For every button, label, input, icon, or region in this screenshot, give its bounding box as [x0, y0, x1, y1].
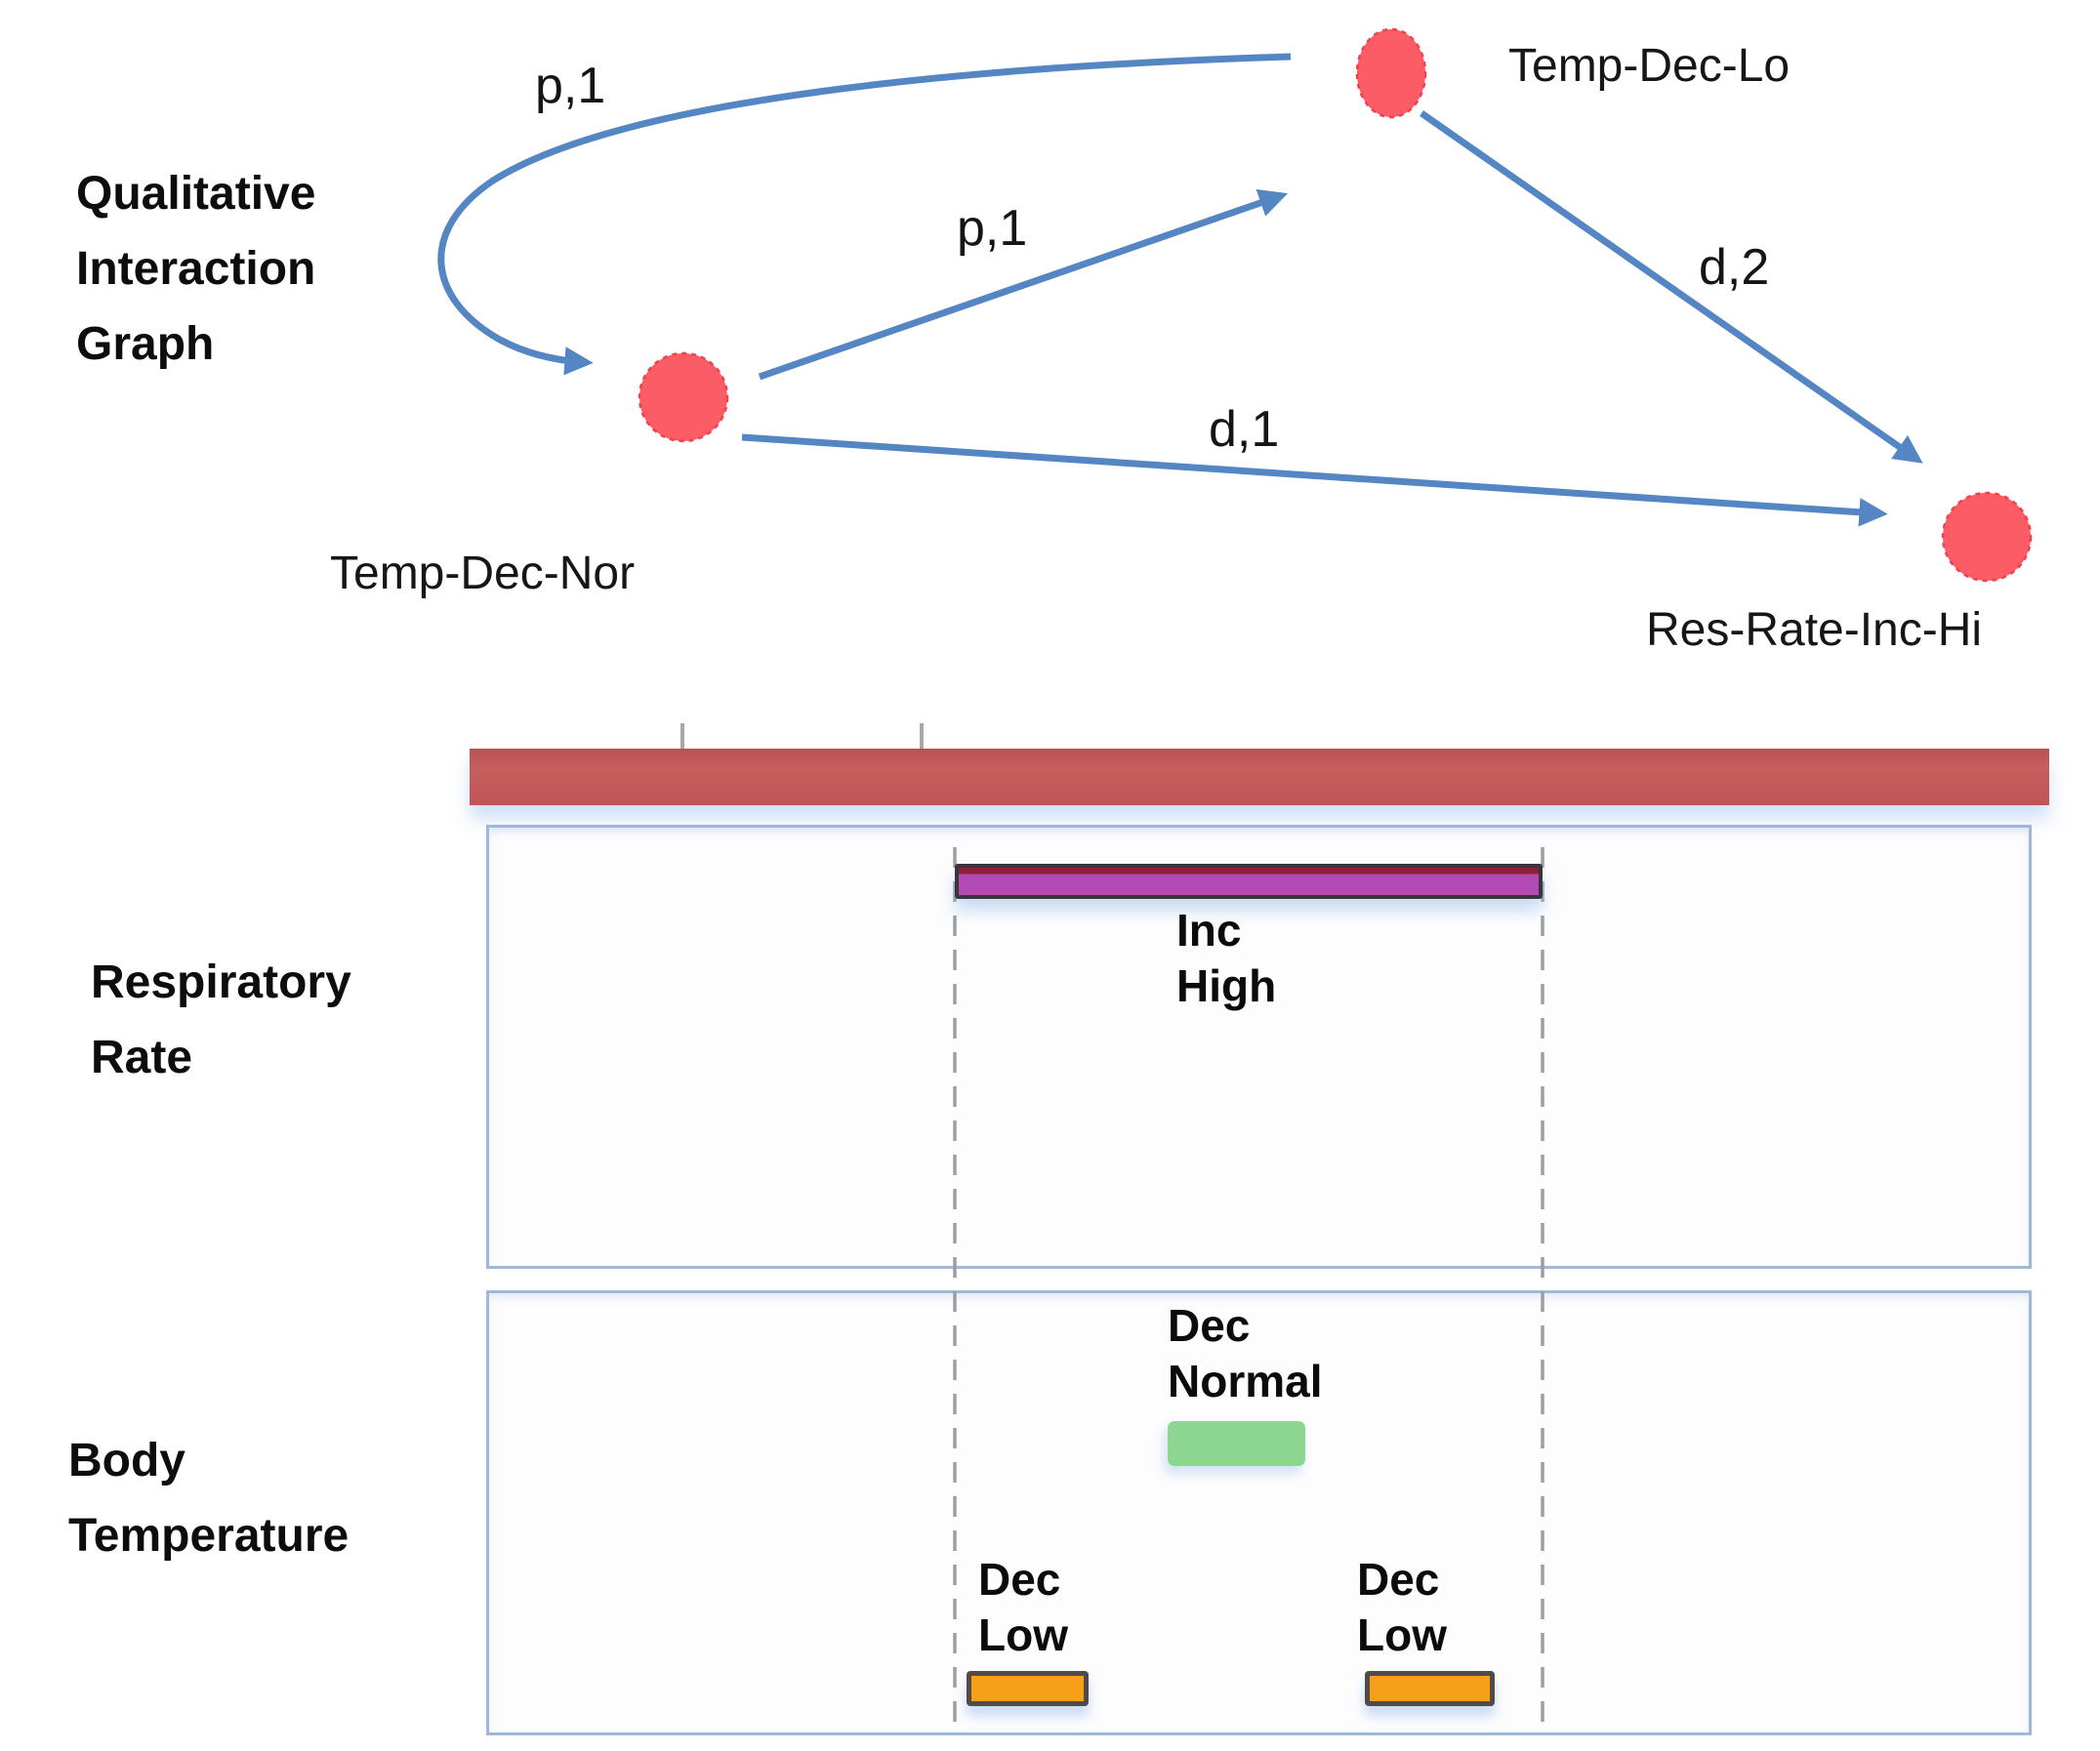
interval-bar-dec-low-1 — [967, 1671, 1089, 1706]
interval-label-dec-low-1: Dec Low — [978, 1554, 1068, 1660]
edge-label-p1-straight: p,1 — [957, 200, 1028, 257]
edge-d2 — [1419, 110, 1923, 464]
interval-bar-dec-low-2 — [1365, 1671, 1495, 1706]
node-res-rate-inc-hi — [1941, 491, 2033, 583]
node-label-temp-dec-nor: Temp-Dec-Nor — [330, 548, 636, 599]
interval-label-inc-high: Inc High — [1176, 905, 1277, 1011]
timeline-header-bar — [470, 749, 2049, 805]
interval-bar-inc-high — [955, 864, 1543, 899]
node-temp-dec-nor — [638, 351, 729, 443]
track-label-body-temperature: Body Temperature — [68, 1435, 350, 1562]
header-tick-2 — [920, 723, 924, 750]
node-temp-dec-lo — [1355, 27, 1427, 119]
body-temperature-track-box — [486, 1290, 2032, 1735]
interval-label-dec-normal: Dec Normal — [1168, 1300, 1323, 1406]
interval-label-dec-low-2: Dec Low — [1357, 1554, 1447, 1660]
edge-label-p1-curved: p,1 — [535, 58, 606, 114]
edge-label-d1: d,1 — [1209, 401, 1280, 458]
node-label-res-rate-inc-hi: Res-Rate-Inc-Hi — [1646, 604, 1983, 656]
edge-label-d2: d,2 — [1699, 239, 1770, 296]
node-label-temp-dec-lo: Temp-Dec-Lo — [1508, 40, 1791, 92]
graph-title: Qualitative Interaction Graph — [76, 168, 316, 370]
edge-d1 — [741, 433, 1888, 527]
interval-bar-dec-normal — [1168, 1421, 1305, 1466]
header-tick-1 — [680, 723, 684, 750]
track-label-respiratory-rate: Respiratory Rate — [91, 957, 351, 1083]
